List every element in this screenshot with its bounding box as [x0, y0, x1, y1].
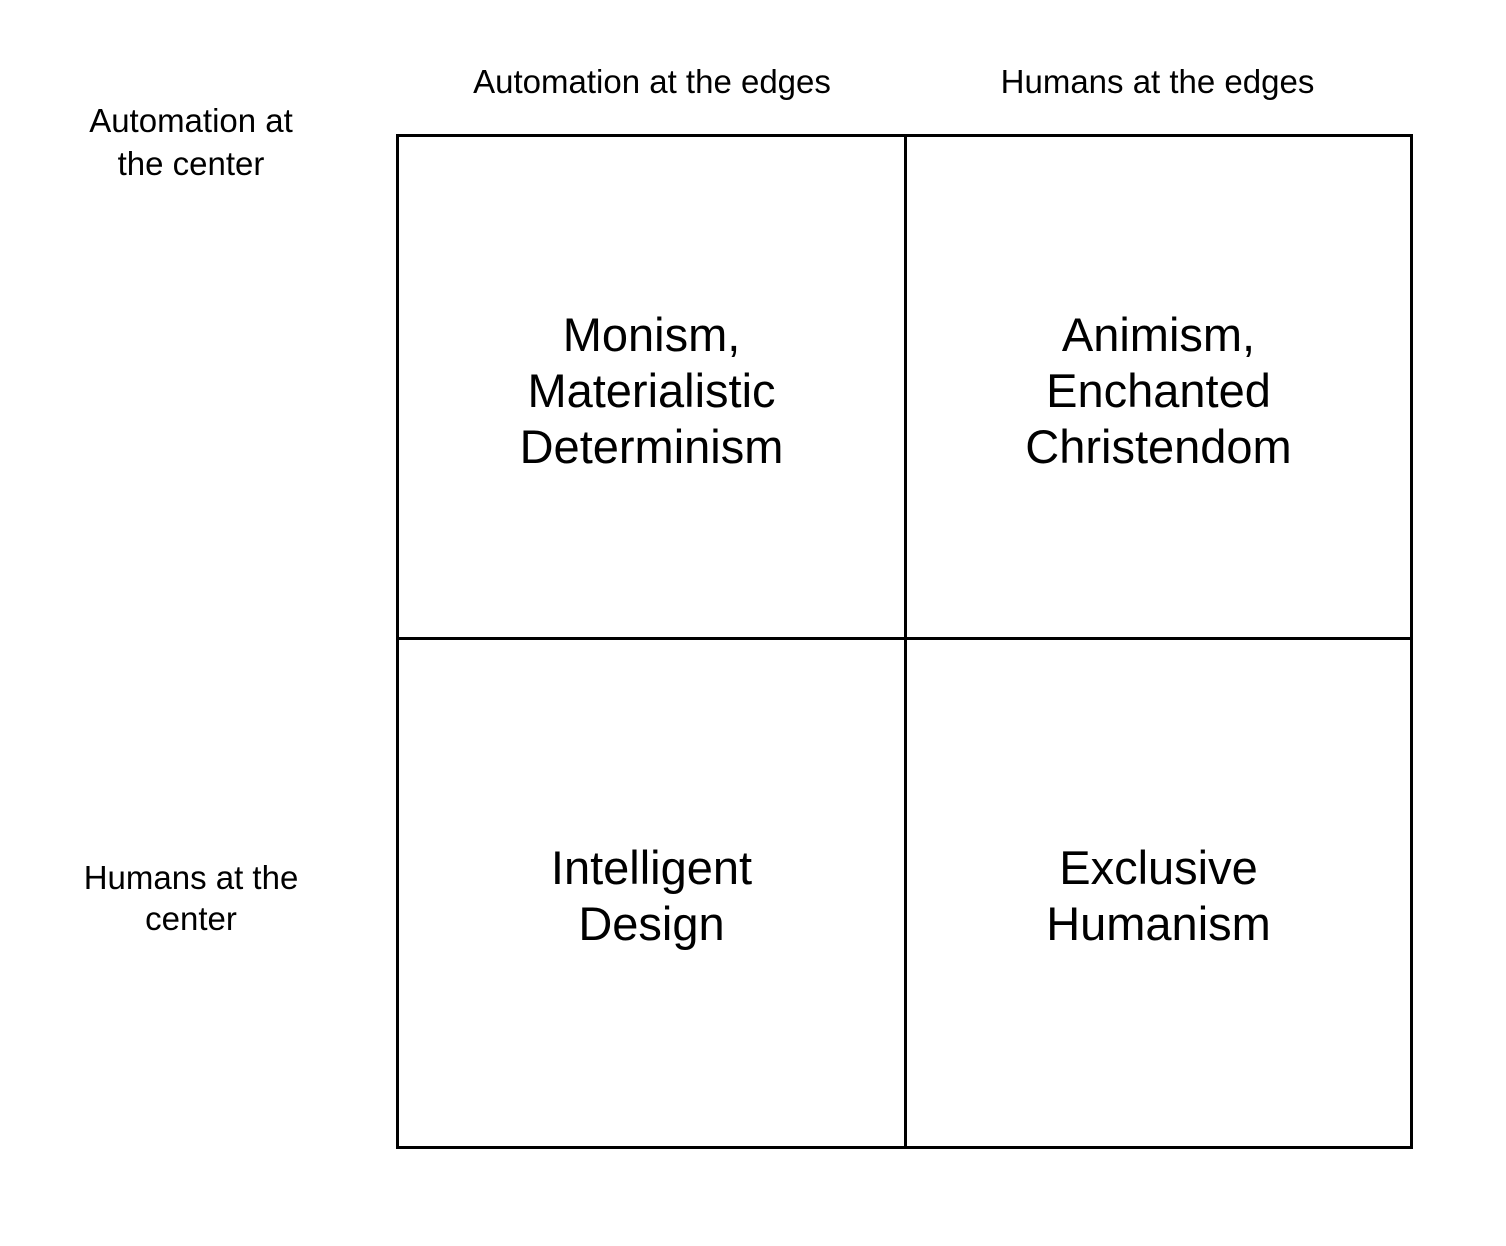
row-header-line: Automation at	[89, 102, 293, 139]
column-header-automation-edges: Automation at the edges	[473, 63, 831, 100]
quadrant-label: Intelligent Design	[399, 840, 904, 952]
quadrant-label-line: Determinism	[519, 420, 784, 473]
quadrant-label-line: Intelligent	[550, 841, 753, 894]
quadrant-label-line: Christendom	[1025, 420, 1292, 473]
row-header-line: the center	[117, 145, 265, 182]
row-header-line: Humans at the	[83, 859, 299, 896]
quadrant-bottom-left: Intelligent Design	[399, 640, 907, 1146]
quadrant-label-line: Animism,	[1061, 308, 1256, 361]
row-header-humans-center: Humans at the center	[40, 853, 342, 943]
quadrant-top-left: Monism, Materialistic Determinism	[399, 137, 907, 640]
quadrant-label-line: Exclusive	[1059, 841, 1258, 894]
row-header-line: center	[145, 900, 237, 937]
quadrant-label: Animism, Enchanted Christendom	[907, 307, 1410, 475]
quadrant-bottom-right: Exclusive Humanism	[907, 640, 1410, 1146]
quadrant-label-line: Monism,	[562, 308, 741, 361]
column-header-humans-edges: Humans at the edges	[1000, 63, 1315, 100]
quadrant-label-line: Design	[578, 897, 725, 950]
row-header-automation-center: Automation at the center	[40, 102, 342, 435]
quadrant-grid: Monism, Materialistic Determinism Animis…	[396, 134, 1413, 1149]
quadrant-label: Exclusive Humanism	[907, 840, 1410, 952]
quadrant-top-right: Animism, Enchanted Christendom	[907, 137, 1410, 640]
quadrant-label-line: Humanism	[1046, 897, 1271, 950]
quadrant-label-line: Enchanted	[1046, 364, 1271, 417]
quadrant-label-line: Materialistic	[527, 364, 776, 417]
quadrant-label: Monism, Materialistic Determinism	[399, 307, 904, 475]
